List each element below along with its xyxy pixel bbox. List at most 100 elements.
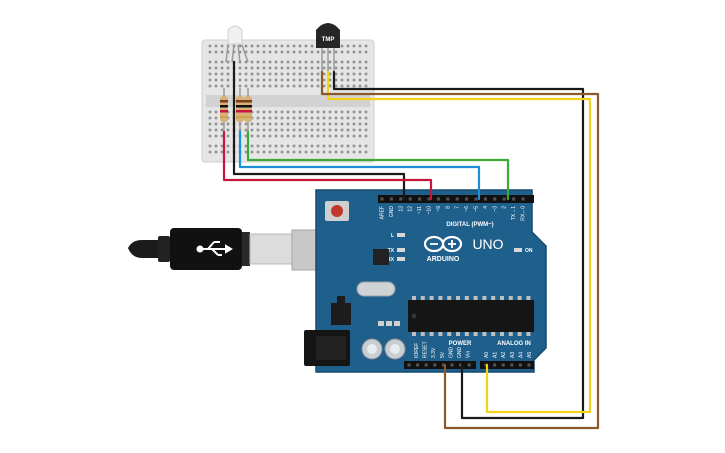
breadboard-hole bbox=[220, 84, 224, 88]
breadboard-hole bbox=[256, 78, 260, 82]
breadboard-hole bbox=[346, 72, 350, 76]
breadboard-hole bbox=[346, 128, 350, 132]
breadboard-hole bbox=[346, 150, 350, 154]
breadboard-hole bbox=[256, 44, 260, 48]
breadboard-hole bbox=[316, 116, 320, 120]
breadboard-hole bbox=[280, 128, 284, 132]
breadboard-hole bbox=[250, 84, 254, 88]
breadboard-hole bbox=[292, 66, 296, 70]
breadboard-hole bbox=[358, 44, 362, 48]
breadboard-hole bbox=[310, 134, 314, 138]
breadboard-hole bbox=[208, 122, 212, 126]
breadboard-hole bbox=[220, 144, 224, 148]
wire-brown-5v bbox=[320, 70, 600, 430]
breadboard-hole bbox=[364, 84, 368, 88]
breadboard-hole bbox=[310, 116, 314, 120]
breadboard-hole bbox=[214, 72, 218, 76]
breadboard-hole bbox=[316, 84, 320, 88]
breadboard-hole bbox=[250, 128, 254, 132]
breadboard-hole bbox=[250, 66, 254, 70]
breadboard-hole bbox=[280, 144, 284, 148]
breadboard-hole bbox=[286, 66, 290, 70]
breadboard-hole bbox=[322, 66, 326, 70]
breadboard-hole bbox=[352, 116, 356, 120]
wire-black-led-gnd bbox=[232, 60, 406, 201]
breadboard-hole bbox=[250, 134, 254, 138]
breadboard-hole bbox=[352, 134, 356, 138]
breadboard-hole bbox=[280, 110, 284, 114]
breadboard-hole bbox=[352, 44, 356, 48]
breadboard-hole bbox=[214, 134, 218, 138]
chip-pin bbox=[429, 296, 434, 300]
breadboard-hole bbox=[286, 116, 290, 120]
breadboard-hole bbox=[346, 110, 350, 114]
breadboard-hole bbox=[244, 66, 248, 70]
breadboard-hole bbox=[250, 44, 254, 48]
breadboard-hole bbox=[310, 72, 314, 76]
breadboard-hole bbox=[364, 122, 368, 126]
breadboard-hole bbox=[328, 66, 332, 70]
breadboard-hole bbox=[286, 44, 290, 48]
breadboard-hole bbox=[322, 122, 326, 126]
breadboard-hole bbox=[262, 66, 266, 70]
breadboard-hole bbox=[256, 128, 260, 132]
breadboard-hole bbox=[280, 72, 284, 76]
breadboard-hole bbox=[340, 72, 344, 76]
breadboard-hole bbox=[334, 50, 338, 54]
breadboard-hole bbox=[292, 60, 296, 64]
chip-pin bbox=[456, 332, 460, 336]
digital-header-label: DIGITAL (PWM~) bbox=[446, 222, 493, 228]
chip-pin bbox=[491, 332, 496, 336]
breadboard-hole bbox=[274, 44, 278, 48]
digital-pin-hole bbox=[493, 197, 497, 201]
analog-pin-hole bbox=[493, 363, 497, 367]
breadboard-hole bbox=[262, 110, 266, 114]
wires bbox=[222, 60, 600, 430]
breadboard-hole bbox=[322, 78, 326, 82]
breadboard-hole bbox=[244, 84, 248, 88]
breadboard-hole bbox=[214, 66, 218, 70]
breadboard-hole bbox=[244, 144, 248, 148]
digital-pin-hole bbox=[521, 197, 525, 201]
breadboard-hole bbox=[226, 66, 230, 70]
breadboard-hole bbox=[286, 84, 290, 88]
breadboard-hole bbox=[298, 144, 302, 148]
breadboard-hole bbox=[364, 128, 368, 132]
temp-sensor-label: TMP bbox=[322, 37, 335, 43]
breadboard-hole bbox=[244, 150, 248, 154]
breadboard-hole bbox=[346, 78, 350, 82]
breadboard-hole bbox=[208, 110, 212, 114]
breadboard-hole bbox=[226, 78, 230, 82]
breadboard-hole bbox=[280, 84, 284, 88]
digital-pin-label: 12 bbox=[408, 206, 414, 212]
breadboard-hole bbox=[352, 72, 356, 76]
digital-pin-label: 4 bbox=[483, 206, 489, 209]
l-led-label: L bbox=[391, 233, 394, 239]
breadboard-hole bbox=[352, 60, 356, 64]
breadboard-hole bbox=[328, 144, 332, 148]
breadboard-hole bbox=[304, 60, 308, 64]
breadboard-hole bbox=[346, 66, 350, 70]
breadboard-hole bbox=[292, 84, 296, 88]
digital-pin-label: TX→1 bbox=[511, 206, 517, 220]
reset-button bbox=[331, 205, 343, 217]
breadboard-hole bbox=[286, 78, 290, 82]
breadboard-hole bbox=[214, 78, 218, 82]
breadboard-hole bbox=[274, 66, 278, 70]
breadboard-hole bbox=[358, 134, 362, 138]
breadboard-hole bbox=[286, 150, 290, 154]
breadboard-hole bbox=[322, 50, 326, 54]
breadboard-hole bbox=[352, 50, 356, 54]
digital-pin-label: 2 bbox=[502, 206, 508, 209]
breadboard-hole bbox=[226, 150, 230, 154]
breadboard-hole bbox=[214, 44, 218, 48]
breadboard-hole bbox=[358, 122, 362, 126]
arduino-logo bbox=[423, 235, 463, 253]
power-pin-label: GND bbox=[457, 347, 463, 359]
breadboard-hole bbox=[220, 50, 224, 54]
breadboard-hole bbox=[280, 66, 284, 70]
breadboard-hole bbox=[358, 128, 362, 132]
breadboard-hole bbox=[280, 60, 284, 64]
breadboard-hole bbox=[316, 66, 320, 70]
digital-pin-label: 7 bbox=[455, 206, 461, 209]
